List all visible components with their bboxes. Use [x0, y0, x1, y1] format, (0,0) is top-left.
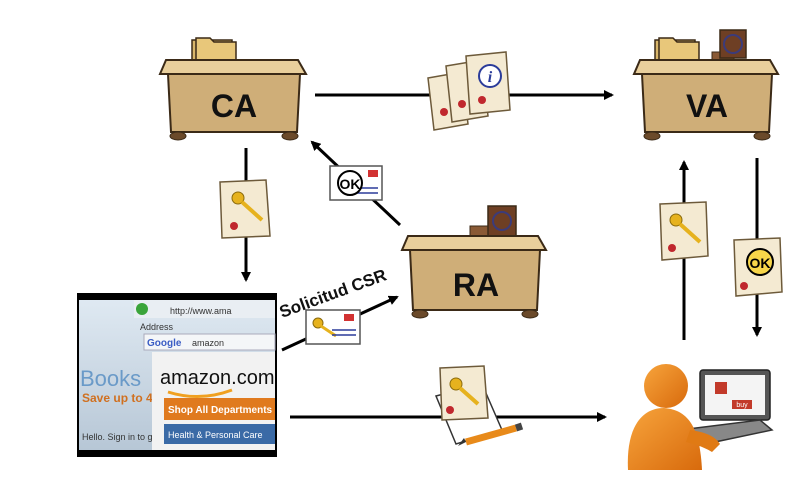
certificate-stack-icon: i: [427, 51, 511, 131]
ra-desk: RA: [400, 205, 548, 319]
amazon-logo: amazon.com: [160, 367, 275, 389]
url-text: http://www.ama: [170, 306, 232, 316]
ca-label: CA: [211, 88, 257, 124]
address-label: Address: [140, 322, 174, 332]
va-label: VA: [686, 88, 728, 124]
hello-text: Hello. Sign in to g: [82, 432, 153, 442]
pencil-icon: [458, 422, 524, 446]
stamp-icon: [469, 205, 517, 237]
info-icon: i: [488, 69, 493, 86]
signed-certificate-icon: [434, 365, 524, 446]
ra-label: RA: [453, 267, 499, 303]
save-text: Save up to 4: [82, 391, 153, 405]
va-desk: VA: [632, 29, 780, 141]
key-certificate-icon: [219, 179, 271, 239]
books-heading: Books: [80, 366, 141, 391]
search-text: amazon: [192, 338, 224, 348]
person-head: [644, 364, 688, 408]
ok-badge: OK: [750, 255, 771, 271]
ca-desk: CA: [158, 37, 308, 141]
ok-envelope-icon: OK: [329, 165, 383, 201]
user-with-laptop: buy: [627, 364, 774, 470]
ok-badge: OK: [340, 176, 361, 192]
ok-certificate-icon: OK: [733, 237, 783, 297]
health-label: Health & Personal Care: [168, 430, 263, 440]
key-certificate-icon: [659, 201, 709, 261]
shop-button-label: Shop All Departments: [168, 405, 273, 416]
buy-button-label: buy: [736, 402, 748, 409]
search-brand: Google: [147, 338, 182, 349]
csr-envelope-icon: [305, 309, 361, 345]
website-screenshot: http://www.ama Address Google amazon Boo…: [77, 293, 277, 457]
stamp-icon: [711, 29, 747, 63]
